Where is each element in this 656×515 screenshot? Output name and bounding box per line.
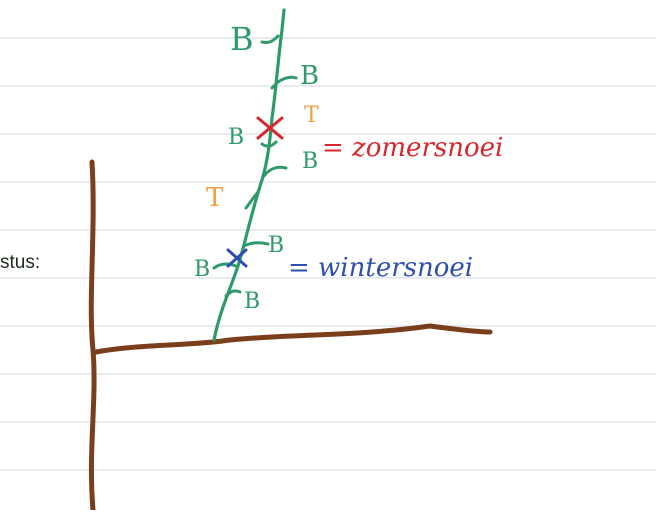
bud-branch (244, 190, 260, 210)
cut-letter: T (304, 103, 319, 128)
cropped-side-label: stus: (0, 252, 41, 273)
bud-letter: B (194, 257, 210, 282)
bud-branch (260, 140, 278, 148)
bud-letter: B (228, 125, 244, 150)
summer-pruning-label: = zomersnoei (322, 133, 503, 163)
bud-branch (260, 34, 280, 44)
cut-letter: T (206, 183, 224, 213)
cut-labels: T T (206, 103, 319, 213)
bud-labels: B B B B B B B (194, 20, 319, 314)
winter-pruning-label: = wintersnoei (288, 253, 473, 283)
green-shoot (212, 8, 286, 342)
bud-branch (270, 75, 298, 90)
bud-letter: B (302, 149, 318, 174)
bud-branch (212, 262, 238, 270)
vertical-trunk (88, 159, 97, 513)
bud-letter: B (230, 20, 254, 58)
winter-cut-mark (226, 248, 248, 268)
bud-letter: B (300, 61, 319, 91)
horizontal-cordon (93, 323, 493, 355)
summer-cut-mark (256, 116, 284, 140)
ruled-lines (0, 37, 656, 471)
bud-branches (212, 34, 298, 298)
bud-branch (242, 241, 270, 248)
bud-branch (262, 165, 288, 178)
bud-letter: B (244, 289, 260, 314)
bud-branch (224, 289, 242, 298)
bud-letter: B (268, 233, 284, 258)
